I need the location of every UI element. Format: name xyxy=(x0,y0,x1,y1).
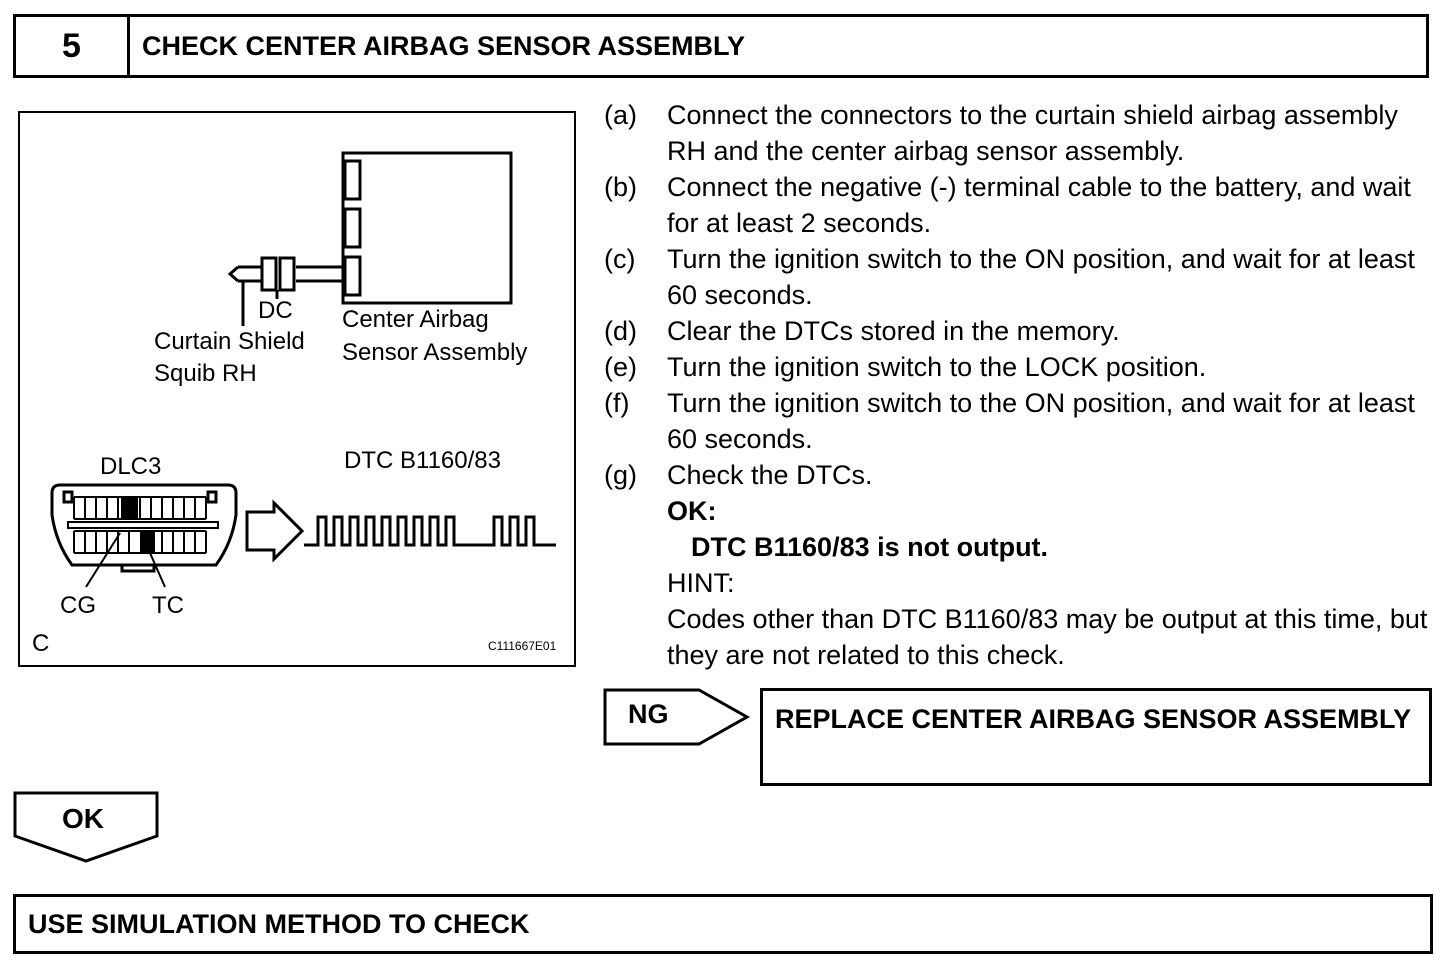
ng-action-box: REPLACE CENTER AIRBAG SENSOR ASSEMBLY xyxy=(760,688,1432,786)
step-c: (c) Turn the ignition switch to the ON po… xyxy=(604,241,1434,313)
ok-criteria-label: OK: xyxy=(667,496,717,526)
label-tc: TC xyxy=(152,592,184,619)
arrow-right-icon xyxy=(245,499,305,563)
figure-code: C111667E01 xyxy=(488,639,557,653)
cg-pin-highlight xyxy=(121,497,138,519)
step-text: Clear the DTCs stored in the memory. xyxy=(667,316,1120,346)
label-cg: CG xyxy=(60,592,96,619)
ok-flow-label: OK xyxy=(62,803,104,834)
label-dc: DC xyxy=(258,297,293,324)
next-action-box: USE SIMULATION METHOD TO CHECK xyxy=(13,894,1433,954)
hint-text: Codes other than DTC B1160/83 may be out… xyxy=(667,604,1428,670)
sensor-assembly-shape xyxy=(341,151,513,305)
step-mark: (b) xyxy=(604,172,637,202)
step-mark: (a) xyxy=(604,100,637,130)
label-dtc: DTC B1160/83 xyxy=(344,447,501,474)
step-g: (g) Check the DTCs. xyxy=(604,457,1434,493)
dtc-waveform xyxy=(304,515,556,547)
step-mark: (g) xyxy=(604,460,637,490)
step-text: Turn the ignition switch to the LOCK pos… xyxy=(667,352,1207,382)
step-mark: (c) xyxy=(604,244,636,274)
step-header: 5 CHECK CENTER AIRBAG SENSOR ASSEMBLY xyxy=(13,14,1429,78)
step-text: Connect the negative (-) terminal cable … xyxy=(667,172,1411,238)
ng-label: NG xyxy=(628,699,669,729)
ok-arrow-shape xyxy=(13,791,159,863)
illustration-drawing xyxy=(50,151,556,588)
step-b: (b) Connect the negative (-) terminal cab… xyxy=(604,169,1434,241)
step-mark: (f) xyxy=(604,388,630,418)
hint-label: HINT: xyxy=(667,568,735,598)
procedure-steps: (a) Connect the connectors to the curtain… xyxy=(604,97,1434,673)
step-text: Turn the ignition switch to the ON posit… xyxy=(667,388,1415,454)
label-dlc3: DLC3 xyxy=(100,453,162,480)
ng-arrow-shape xyxy=(603,688,751,746)
tc-pin-highlight xyxy=(140,531,155,553)
label-curtain-shield-line1: Curtain Shield xyxy=(154,328,305,355)
step-text: Turn the ignition switch to the ON posit… xyxy=(667,244,1415,310)
step-e: (e) Turn the ignition switch to the LOCK … xyxy=(604,349,1434,385)
wiring-illustration: DC Curtain Shield Squib RH Center Airbag… xyxy=(18,111,576,667)
step-text: Connect the connectors to the curtain sh… xyxy=(667,100,1398,166)
step-mark: (e) xyxy=(604,352,637,382)
dlc3-shape xyxy=(50,483,238,567)
label-curtain-shield-line2: Squib RH xyxy=(154,360,257,387)
label-corner: C xyxy=(32,630,50,657)
step-title: CHECK CENTER AIRBAG SENSOR ASSEMBLY xyxy=(142,30,746,61)
step-number: 5 xyxy=(16,17,130,75)
step-d: (d) Clear the DTCs stored in the memory. xyxy=(604,313,1434,349)
label-center-airbag-line2: Sensor Assembly xyxy=(342,339,528,366)
step-a: (a) Connect the connectors to the curtain… xyxy=(604,97,1434,169)
step-text: Check the DTCs. xyxy=(667,460,873,490)
label-center-airbag-line1: Center Airbag xyxy=(342,306,489,333)
step-mark: (d) xyxy=(604,316,637,346)
ok-criteria-detail: DTC B1160/83 is not output. xyxy=(691,532,1049,562)
step-f: (f) Turn the ignition switch to the ON po… xyxy=(604,385,1434,457)
